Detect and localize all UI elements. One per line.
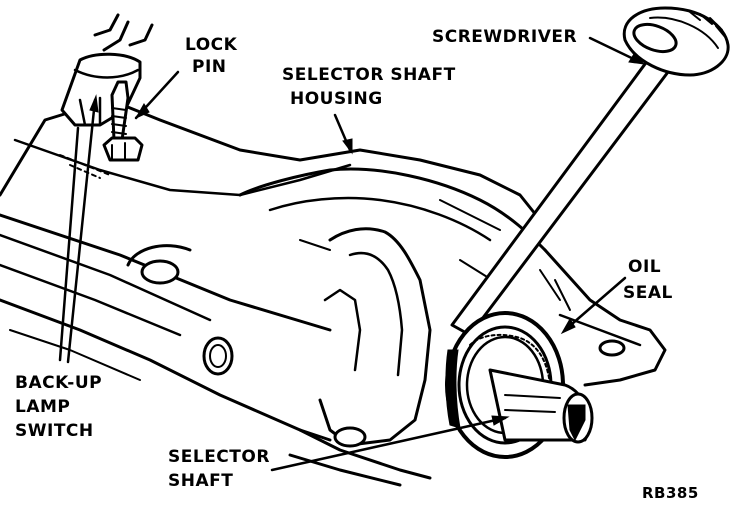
label-selector-shaft-housing: SELECTOR SHAFT HOUSING [282,65,456,109]
label-lock-pin-line1: LOCK [185,35,238,55]
label-oil-seal-line2: SEAL [623,283,673,303]
label-backup-lamp-switch-line2: LAMP [15,397,70,417]
label-backup-lamp-switch-line1: BACK-UP [15,373,102,393]
transmission-case [0,98,667,487]
label-selector-shaft-line2: SHAFT [168,471,233,491]
label-selector-shaft-line1: SELECTOR [168,447,270,467]
leader-lines [58,36,646,472]
lock-pin-part [102,80,144,162]
label-backup-lamp-switch-line3: SWITCH [15,421,94,441]
label-lock-pin-line2: PIN [192,57,227,77]
screwdriver-part [450,6,730,337]
backup-lamp-switch-part [60,13,154,127]
label-backup-lamp-switch: BACK-UP LAMP SWITCH [15,373,102,441]
label-oil-seal: OIL SEAL [623,257,673,303]
label-selector-shaft-housing-line2: HOUSING [290,89,383,109]
figure-code: RB385 [642,484,699,502]
label-selector-shaft: SELECTOR SHAFT [168,447,270,491]
label-oil-seal-line1: OIL [628,257,661,277]
selector-shaft-part [488,368,594,444]
label-selector-shaft-housing-line1: SELECTOR SHAFT [282,65,456,85]
label-screwdriver: SCREWDRIVER [432,27,577,47]
label-lock-pin: LOCK PIN [185,35,238,77]
